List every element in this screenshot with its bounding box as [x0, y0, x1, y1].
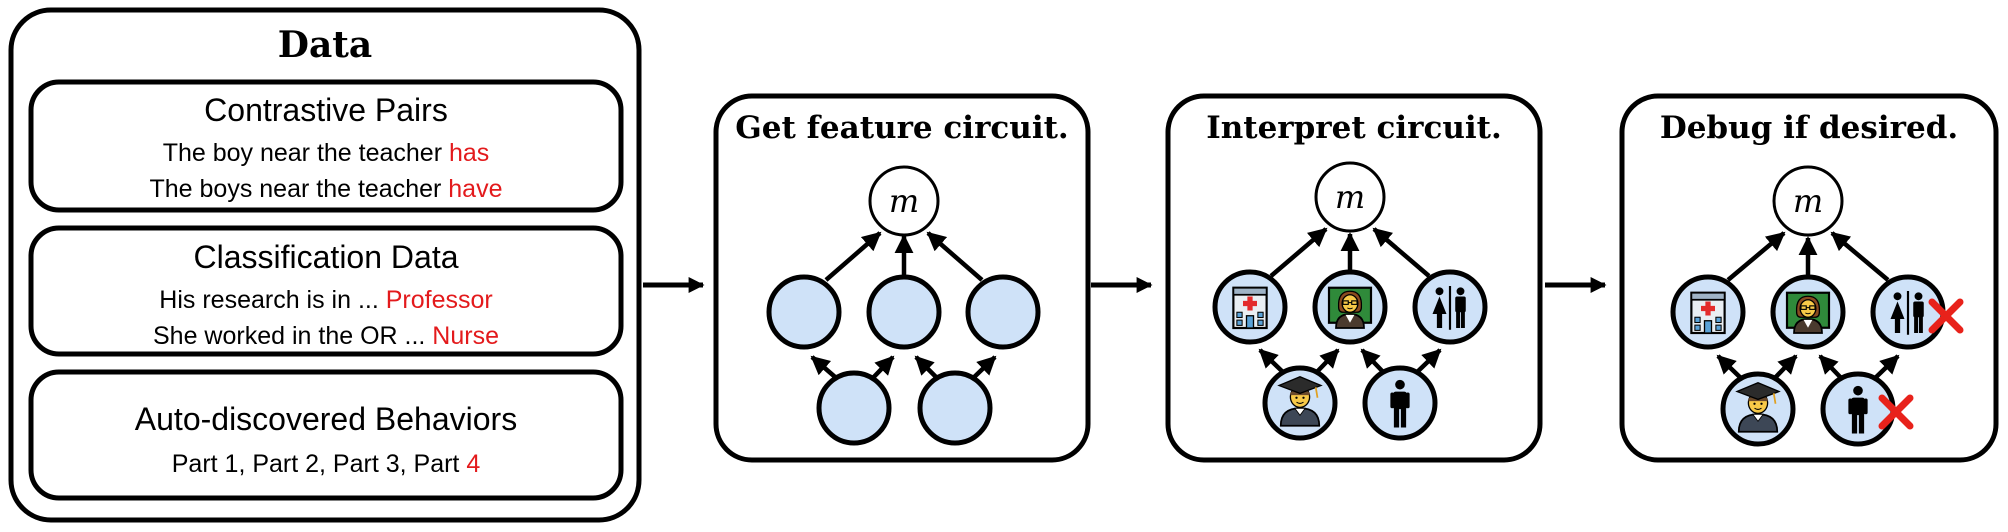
teacher-icon — [1785, 291, 1831, 335]
contrastive-line-1: The boy near the teacher has — [163, 139, 490, 167]
classification-line-2-prefix: She worked in the OR ... — [153, 322, 432, 350]
stage-2-node-teacher — [1312, 269, 1388, 345]
stage-1-feature-node — [917, 370, 993, 446]
stage-2-output-node — [1314, 161, 1386, 233]
stage-2-node-restroom — [1412, 269, 1488, 345]
classification-data-title: Classification Data — [194, 239, 459, 275]
stage-1-feature-node — [866, 274, 942, 350]
classification-data-border — [28, 225, 624, 357]
stage-2-node-hospital — [1212, 269, 1288, 345]
hospital-icon — [1232, 286, 1268, 330]
stage-3-output-node — [1772, 165, 1844, 237]
auto-behaviors-card: Auto-discovered Behaviors Part 1, Part 2… — [28, 369, 624, 501]
stage-2-node-man — [1362, 365, 1438, 441]
stage-2-edge — [1269, 227, 1328, 278]
data-panel-title: Data — [278, 24, 373, 66]
stage-interpret-circuit: Interpret circuit. m — [1165, 93, 1543, 463]
stage-3-output-label: m — [1793, 182, 1823, 220]
contrastive-line-2-highlight: have — [448, 175, 502, 203]
stage-get-feature-circuit: Get feature circuit. m — [713, 93, 1091, 463]
stage-3-edge — [1830, 231, 1890, 282]
stage-1-edge — [824, 231, 882, 282]
stage-1-feature-node — [766, 274, 842, 350]
stage-3-node-restroom — [1870, 274, 1960, 350]
contrastive-pairs-card: Contrastive Pairs The boy near the teach… — [28, 79, 624, 213]
stage-3-node-graduate — [1720, 371, 1796, 447]
teacher-icon — [1327, 286, 1373, 330]
stage-1-title: Get feature circuit. — [735, 110, 1068, 146]
stage-1-feature-node — [816, 370, 892, 446]
contrastive-line-2-prefix: The boys near the teacher — [149, 175, 448, 203]
stage-2-edge — [1372, 227, 1431, 278]
stage-2-node-graduate — [1262, 365, 1338, 441]
stage-3-title: Debug if desired. — [1660, 110, 1958, 146]
stage-2-output-label: m — [1335, 178, 1365, 216]
auto-behaviors-line-1-prefix: Part 1, Part 2, Part 3, Part — [172, 450, 467, 478]
classification-line-1: His research is in ... Professor — [159, 286, 492, 314]
classification-data-card: Classification Data His research is in .… — [28, 225, 624, 357]
hospital-icon — [1690, 291, 1726, 335]
auto-behaviors-title: Auto-discovered Behaviors — [135, 401, 517, 437]
contrastive-line-1-prefix: The boy near the teacher — [163, 139, 449, 167]
classification-line-1-highlight: Professor — [386, 286, 493, 314]
auto-behaviors-line-1-highlight: 4 — [466, 450, 480, 478]
stage-1-output-node — [868, 165, 940, 237]
stage-3-edge — [1726, 231, 1786, 282]
classification-line-2: She worked in the OR ... Nurse — [153, 322, 499, 350]
stage-1-output-label: m — [889, 182, 919, 220]
stage-debug: Debug if desired. m — [1619, 93, 1999, 463]
stage-3-node-teacher — [1770, 274, 1846, 350]
data-panel: Data Contrastive Pairs The boy near the … — [8, 7, 642, 523]
stage-1-feature-node — [965, 274, 1041, 350]
stage-1-edge — [926, 231, 984, 282]
contrastive-line-1-highlight: has — [449, 139, 489, 167]
auto-behaviors-border — [28, 369, 624, 501]
contrastive-pairs-border — [28, 79, 624, 213]
contrastive-pairs-title: Contrastive Pairs — [204, 92, 448, 128]
auto-behaviors-line-1: Part 1, Part 2, Part 3, Part 4 — [172, 450, 481, 478]
classification-line-1-prefix: His research is in ... — [159, 286, 385, 314]
stage-2-title: Interpret circuit. — [1206, 110, 1502, 146]
stage-3-node-hospital — [1670, 274, 1746, 350]
stage-3-node-man — [1820, 371, 1910, 447]
classification-line-2-highlight: Nurse — [432, 322, 499, 350]
contrastive-line-2: The boys near the teacher have — [149, 175, 502, 203]
